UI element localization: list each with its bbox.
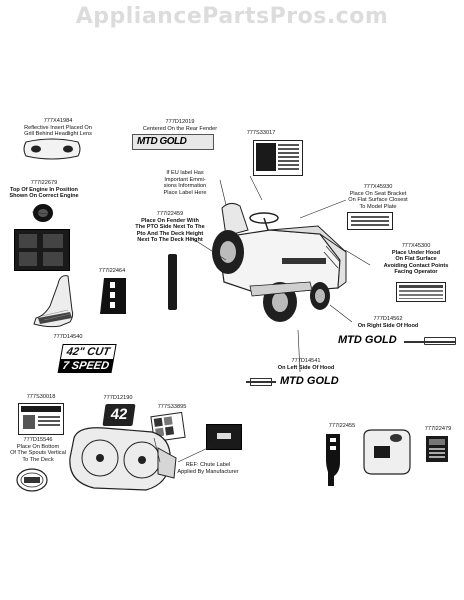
part-desc: Avoiding Contact Points xyxy=(383,262,449,269)
part-desc: The PTO Side Next To The xyxy=(135,224,205,231)
leader-line xyxy=(329,304,353,323)
label-777i22459: 777I22459 Place On Fender With The PTO S… xyxy=(120,211,220,244)
part-desc: Of The Spouts Vertical xyxy=(10,450,66,457)
mower-deck-illustration xyxy=(69,427,177,491)
leader-line xyxy=(31,211,49,215)
part-desc: Place Under Hood xyxy=(391,249,441,256)
part-desc: On Left Side Of Hood xyxy=(277,364,335,371)
deck-warning-decal xyxy=(18,403,64,435)
part-desc: Place Label Here xyxy=(163,189,207,196)
mtd-gold-text: MTD GOLD xyxy=(338,334,397,346)
label-777i22679: 777I22679 Top Of Engine In Position Show… xyxy=(4,180,84,200)
part-number: 777D12190 xyxy=(103,395,133,401)
engine-top-decal xyxy=(33,204,53,222)
label-777s33017: 777S33017 xyxy=(236,130,286,137)
label-777d12019: 777D12019 Centered On the Rear Fender xyxy=(130,119,230,132)
part-number: 777D14540 xyxy=(53,334,83,340)
label-777d12190: 777D12190 xyxy=(98,395,138,402)
lever-decal xyxy=(326,434,340,486)
part-desc: To The Deck xyxy=(22,456,54,463)
part-desc: Facing Operator xyxy=(394,269,438,276)
warning-label-decal xyxy=(253,140,303,176)
part-desc: Reflective Insert Placed On xyxy=(24,124,92,131)
lawn-tractor-illustration xyxy=(212,202,347,322)
part-number: 777D15546 xyxy=(23,437,53,443)
part-number: 777X41984 xyxy=(43,118,73,124)
part-desc: Centered On the Rear Fender xyxy=(142,125,218,132)
leader-line xyxy=(219,179,227,206)
part-number: 777I22459 xyxy=(156,211,184,217)
leader-line xyxy=(249,175,263,201)
label-777d14541: 777D14541 On Left Side Of Hood xyxy=(270,358,342,371)
leader-line xyxy=(177,445,213,463)
part-desc: On Right Side Of Hood xyxy=(357,322,419,329)
part-number: 777X45300 xyxy=(401,243,431,249)
leader-line xyxy=(153,437,161,463)
speed-selector-decal xyxy=(100,278,126,314)
label-eu-note: If EU label Has Important Emmi- sions In… xyxy=(150,170,220,196)
label-777i22464: 777I22464 xyxy=(92,268,132,275)
part-number: 777S33895 xyxy=(157,404,187,410)
mtd-gold-fender-decal: MTD GOLD xyxy=(132,134,214,150)
part-desc: Top Of Engine In Position xyxy=(10,186,78,193)
part-number: 777I22455 xyxy=(328,423,356,429)
label-777x45930: 777X45930 Place On Seat Bracket On Flat … xyxy=(330,184,426,210)
part-number: 777I22464 xyxy=(98,268,126,274)
label-777x45300: 777X45300 Place Under Hood On Flat Surfa… xyxy=(370,243,462,276)
leader-line xyxy=(297,329,301,373)
part-desc: Applied By Manufacturer xyxy=(177,468,239,475)
label-777i22455: 777I22455 xyxy=(322,423,362,430)
spout-decal xyxy=(16,468,48,492)
chute-decal xyxy=(206,424,242,450)
part-desc: Shown On Correct Engine xyxy=(9,193,79,200)
part-desc: On Flat Surface xyxy=(395,256,437,263)
part-number: 777S30018 xyxy=(26,394,56,400)
fuel-tank-illustration xyxy=(363,429,411,475)
leader-line xyxy=(299,199,347,219)
foot-pedal-illustration xyxy=(33,275,74,328)
part-number: 777X45930 xyxy=(363,184,393,190)
mtd-gold-text: MTD GOLD xyxy=(137,136,187,147)
part-desc: Grill Behind Headlight Lens xyxy=(24,131,92,138)
part-desc: On Flat Surface Closest xyxy=(348,197,408,204)
under-hood-decal xyxy=(396,282,446,302)
part-desc: REF: Chute Label xyxy=(185,462,231,468)
pto-fender-strip-decal xyxy=(168,254,177,310)
seat-bracket-decal xyxy=(347,212,393,230)
mtd-gold-text: MTD GOLD xyxy=(280,375,339,387)
part-number: 777I22679 xyxy=(30,180,58,186)
leader-line xyxy=(344,249,371,266)
part-desc: If EU label Has xyxy=(166,170,204,176)
label-777x41984: 777X41984 Reflective Insert Placed On Gr… xyxy=(8,118,108,138)
part-desc: Next To The Deck Height xyxy=(137,237,203,244)
watermark: AppliancePartsPros.com xyxy=(75,4,389,29)
label-777d15546: 777D15546 Place On Bottom Of The Spouts … xyxy=(4,437,72,463)
label-777s33895: 777S33895 xyxy=(152,404,192,411)
part-desc: Place On Seat Bracket xyxy=(349,190,407,197)
label-chute-ref: REF: Chute Label Applied By Manufacturer xyxy=(168,462,248,475)
part-number: 777D14562 xyxy=(373,316,403,322)
part-desc: Important Emmi- xyxy=(164,176,206,183)
part-number: 777D14541 xyxy=(291,358,321,364)
fuel-warning-decal xyxy=(426,436,448,462)
part-desc: Pto And The Deck Height xyxy=(136,230,204,237)
part-number: 777S33017 xyxy=(246,130,276,136)
label-777d14562: 777D14562 On Right Side Of Hood xyxy=(352,316,424,329)
part-desc: Place On Bottom xyxy=(16,443,60,450)
leader-line xyxy=(189,236,227,261)
part-desc: Place On Fender With xyxy=(141,217,199,224)
reflective-insert-decal xyxy=(23,138,81,160)
part-desc: To Model Plate xyxy=(359,203,397,210)
mtd-gold-right-hood-decal: MTD GOLD xyxy=(338,334,458,348)
label-777s30018: 777S30018 xyxy=(16,394,66,401)
label-777d14540: 777D14540 xyxy=(48,334,88,341)
engine-instruction-decal xyxy=(14,229,70,271)
mtd-gold-left-hood-decal: MTD GOLD xyxy=(246,375,346,389)
part-desc: sions Information xyxy=(163,183,207,190)
part-number: 777D12019 xyxy=(165,119,195,125)
part-number: 777I22479 xyxy=(424,426,452,432)
label-777i22479: 777I22479 xyxy=(418,426,458,433)
